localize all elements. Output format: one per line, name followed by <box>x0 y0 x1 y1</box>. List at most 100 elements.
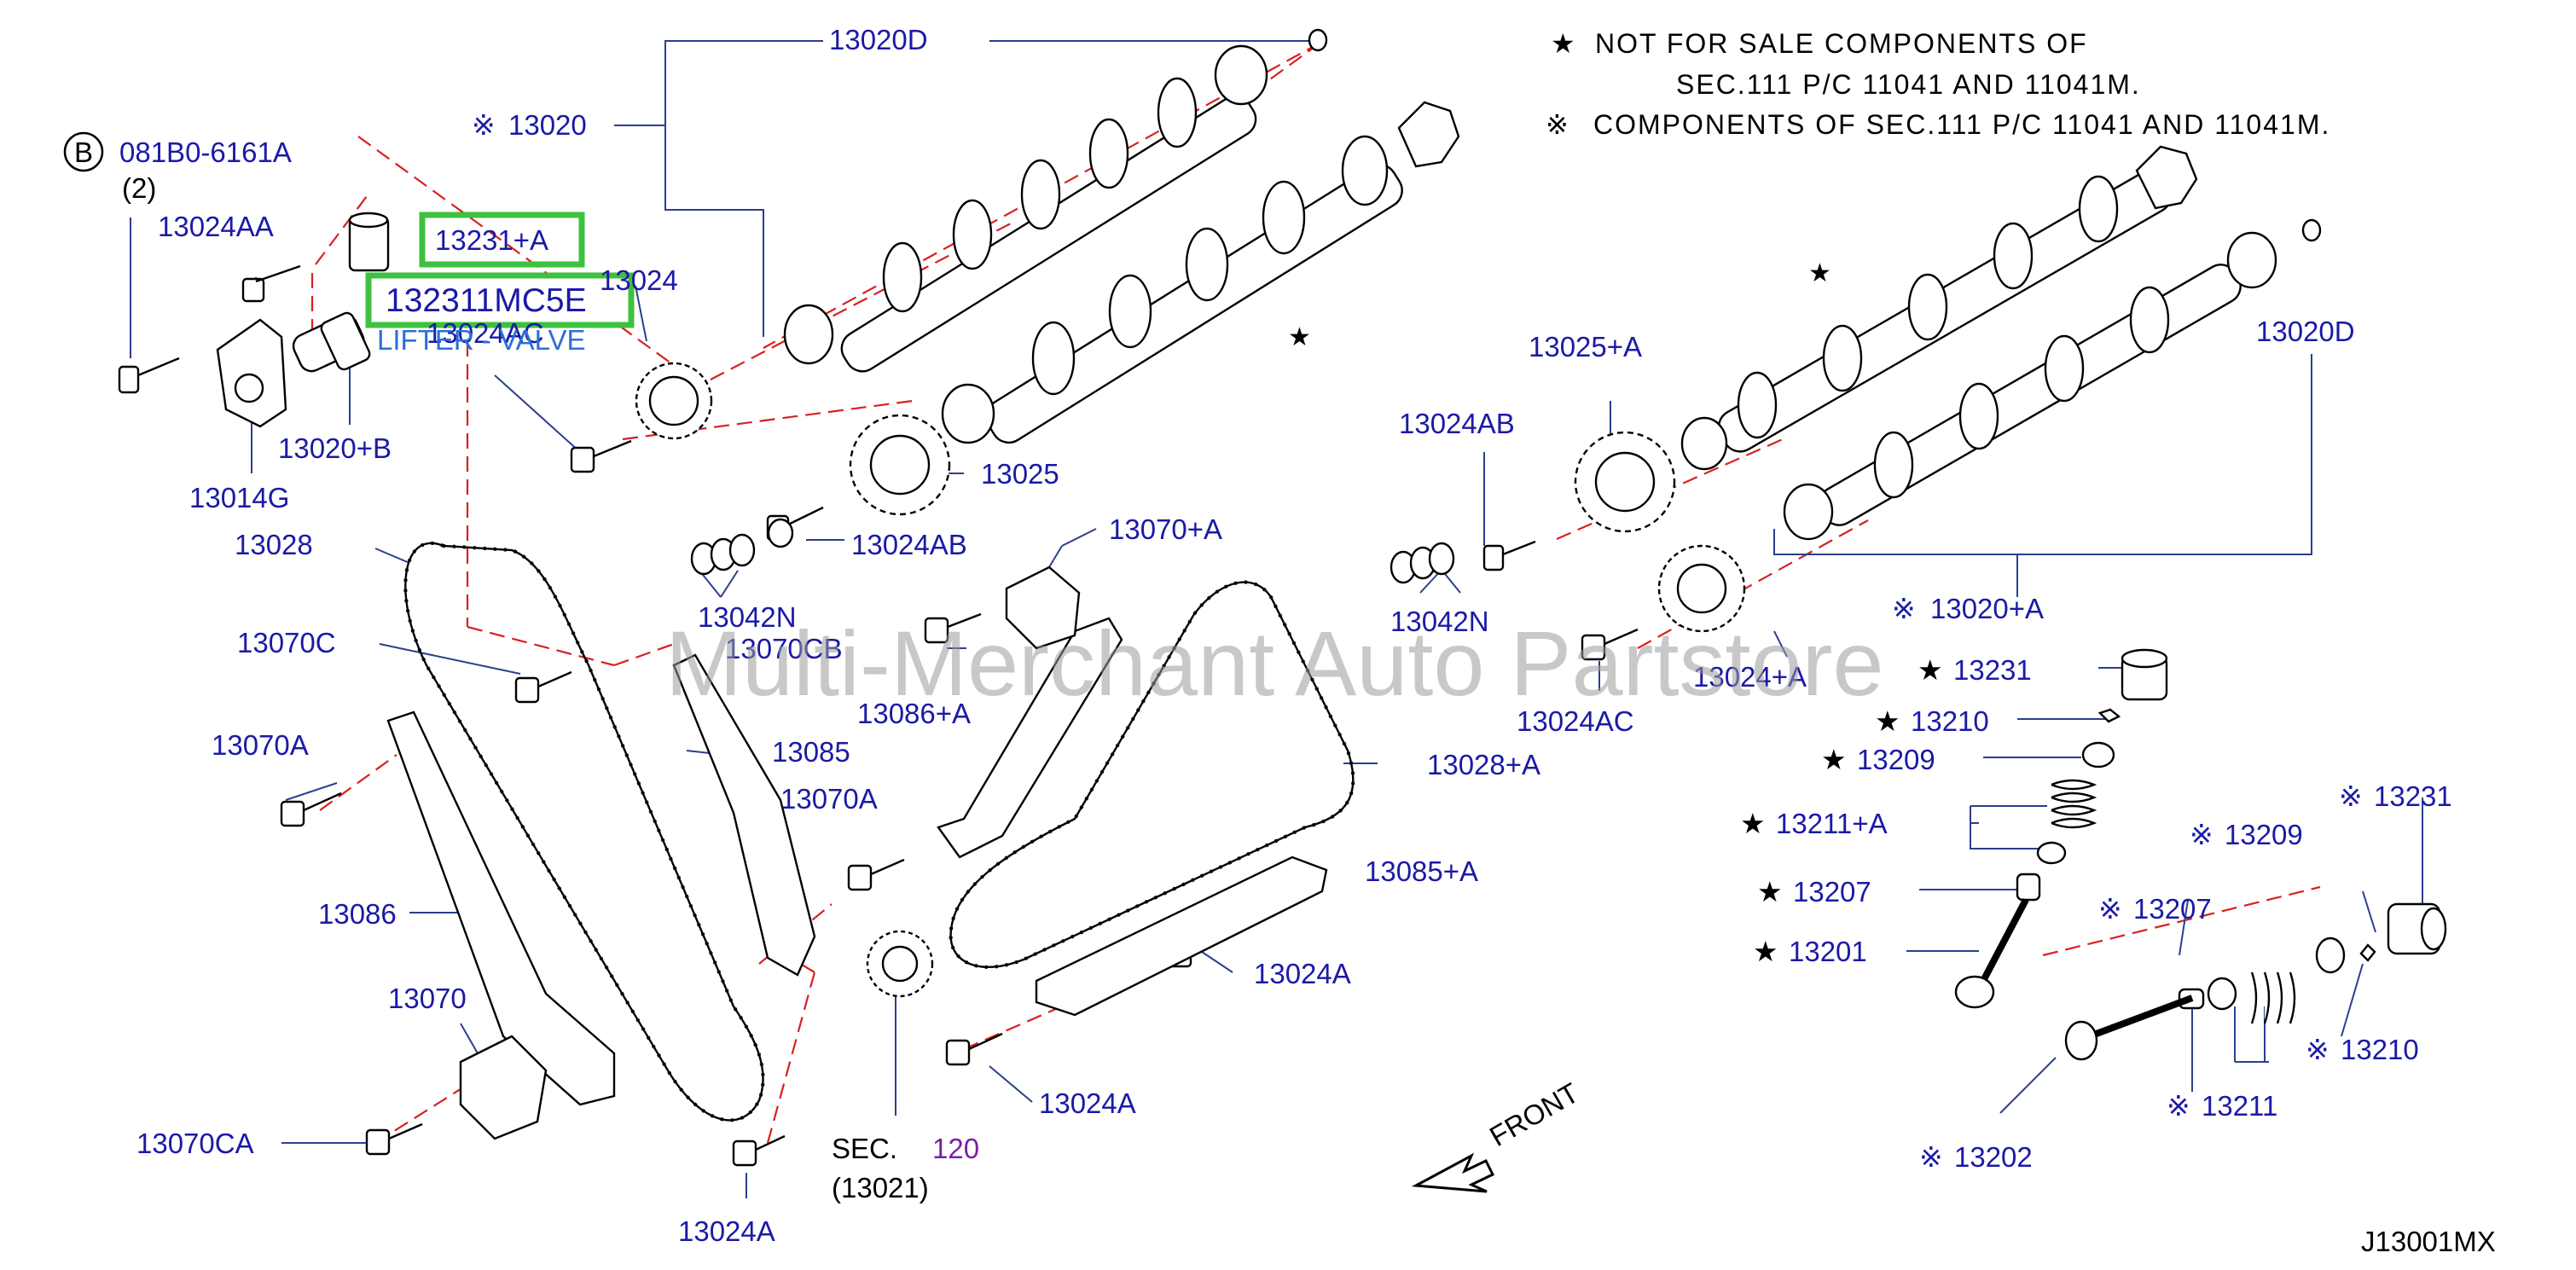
star-13211a: ★ <box>1740 808 1766 839</box>
label-13024a-plus: 13024+A <box>1693 661 1807 693</box>
label-13024ac-right: 13024AC <box>1517 705 1634 737</box>
timing-chain-13028 <box>403 542 765 1122</box>
front-arrow: FRONT <box>1411 1076 1584 1193</box>
washer-13024ab <box>767 518 794 548</box>
sprocket-13024 <box>635 362 713 440</box>
label-13028: 13028 <box>235 529 313 560</box>
star-13209: ★ <box>1821 744 1847 775</box>
label-13231-ref: 13231 <box>2374 780 2452 812</box>
label-13024aa: 13024AA <box>158 211 274 242</box>
star-marker-right: ★ <box>1808 259 1831 287</box>
o-rings-13042n-left <box>690 533 756 576</box>
label-13014g: 13014G <box>189 482 289 513</box>
ref-symbol: ※ <box>1546 109 1570 140</box>
label-13024ab-right: 13024AB <box>1399 408 1515 439</box>
tensioner-13020b <box>292 311 371 373</box>
star-symbol: ★ <box>1551 28 1577 59</box>
sprocket-13025 <box>849 414 951 516</box>
label-13024a-mid: 13024A <box>1254 958 1351 989</box>
label-lifter-valve: LIFTER - VALVE <box>377 324 586 356</box>
label-13024a-low: 13024A <box>1039 1087 1136 1119</box>
sprocket-13025a <box>1574 431 1676 533</box>
camshaft-intake-left-vvt: ★ <box>941 101 1460 444</box>
watermark: Multi-Merchant Auto Partstore <box>665 612 1884 715</box>
label-13070c: 13070C <box>237 627 336 658</box>
keeper-13210-ref <box>2359 943 2376 962</box>
lifter-13231-ref <box>2387 902 2447 955</box>
camshaft-exhaust-right <box>1783 218 2322 541</box>
spring-13211-ref <box>2207 971 2296 1024</box>
o-rings-13042n-right <box>1390 542 1455 584</box>
retainer-13209-star <box>2081 741 2115 768</box>
part-labels: 13020D ※ 13020 B 081B0-6161A (2) 13024AA… <box>63 24 2452 1247</box>
label-13024: 13024 <box>600 264 678 296</box>
label-13210-ref: 13210 <box>2341 1034 2419 1065</box>
label-13028a: 13028+A <box>1427 749 1540 780</box>
label-132311mc5e: 132311MC5E <box>386 282 587 319</box>
bolt-circle-b <box>63 131 104 172</box>
valve-13201 <box>1954 898 2029 1009</box>
ref-symbol-13210: ※ <box>2306 1034 2329 1065</box>
label-13086: 13086 <box>318 898 397 930</box>
label-13207-ref: 13207 <box>2133 893 2212 925</box>
bolt-qty: (2) <box>122 172 156 204</box>
camshaft-exhaust-left <box>783 28 1328 373</box>
chain-guide-13085 <box>672 653 816 977</box>
star-note-line-2: SEC.111 P/C 11041 AND 11041M. <box>1676 69 2141 100</box>
leader-lines <box>130 40 2423 1198</box>
front-label: FRONT <box>1484 1076 1584 1152</box>
label-13042n-right: 13042N <box>1390 606 1489 637</box>
label-13024ab-left: 13024AB <box>851 529 967 560</box>
bolt-circle-letter: B <box>74 136 93 168</box>
label-13231a: 13231+A <box>435 224 548 256</box>
label-13085: 13085 <box>772 736 850 768</box>
ref-symbol-13202: ※ <box>1919 1141 1943 1173</box>
label-13231-star: 13231 <box>1953 654 2032 686</box>
legend-notes: ★ NOT FOR SALE COMPONENTS OF SEC.111 P/C… <box>1546 28 2329 140</box>
label-13070ca: 13070CA <box>136 1128 254 1159</box>
lifter-13231-star <box>2121 648 2168 701</box>
label-13070cb: 13070CB <box>725 633 843 664</box>
label-13070a-left: 13070A <box>212 729 309 761</box>
label-13020b: 13020+B <box>278 432 392 464</box>
label-13070a-mid: 13070A <box>780 783 878 815</box>
label-13024a-bottom: 13024A <box>678 1215 775 1247</box>
label-13020a: 13020+A <box>1930 593 2044 624</box>
label-13201: 13201 <box>1789 936 1867 967</box>
label-13211a: 13211+A <box>1776 808 1888 839</box>
label-13207-star: 13207 <box>1793 876 1871 908</box>
ref-symbol-13020a: ※ <box>1892 593 1916 624</box>
seal-13207-star <box>2016 873 2041 902</box>
diagram-id: J13001MX <box>2361 1226 2496 1257</box>
label-13209-ref: 13209 <box>2225 819 2303 850</box>
tensioner-13070a <box>1005 565 1081 650</box>
ref-symbol-13211: ※ <box>2167 1090 2190 1122</box>
ref-symbol-13231: ※ <box>2339 780 2363 812</box>
camshaft-intake-right-vvt: ★ <box>1680 145 2198 471</box>
valve-13202 <box>2064 995 2194 1061</box>
crank-sprocket <box>866 930 934 998</box>
label-13070a-plus: 13070+A <box>1109 513 1222 545</box>
lifter-13231a <box>348 212 390 272</box>
highlight-box-132311mc5e <box>365 272 635 328</box>
label-13086a: 13086+A <box>857 698 971 729</box>
chain-guide-13085a <box>1035 855 1328 1017</box>
highlight-box-13231a <box>419 212 585 268</box>
label-13020: 13020 <box>508 109 587 141</box>
label-13211-ref: 13211 <box>2202 1090 2277 1122</box>
ref-symbol-13207: ※ <box>2098 893 2122 925</box>
keeper-13210-star <box>2097 708 2121 723</box>
retainer-13209-ref <box>2315 937 2346 974</box>
label-081b0-6161a: 081B0-6161A <box>119 136 292 168</box>
chain-guide-13086a <box>937 617 1123 859</box>
star-13210: ★ <box>1875 705 1900 737</box>
label-13024ac-left: 13024AC <box>426 317 544 349</box>
label-13020d-right: 13020D <box>2256 316 2355 347</box>
sec-number: 120 <box>932 1133 979 1164</box>
gasket-13014g <box>216 318 287 428</box>
tensioner-13070 <box>459 1035 548 1140</box>
label-13070: 13070 <box>388 983 467 1014</box>
label-13085a: 13085+A <box>1365 855 1478 887</box>
label-13025: 13025 <box>981 458 1059 490</box>
